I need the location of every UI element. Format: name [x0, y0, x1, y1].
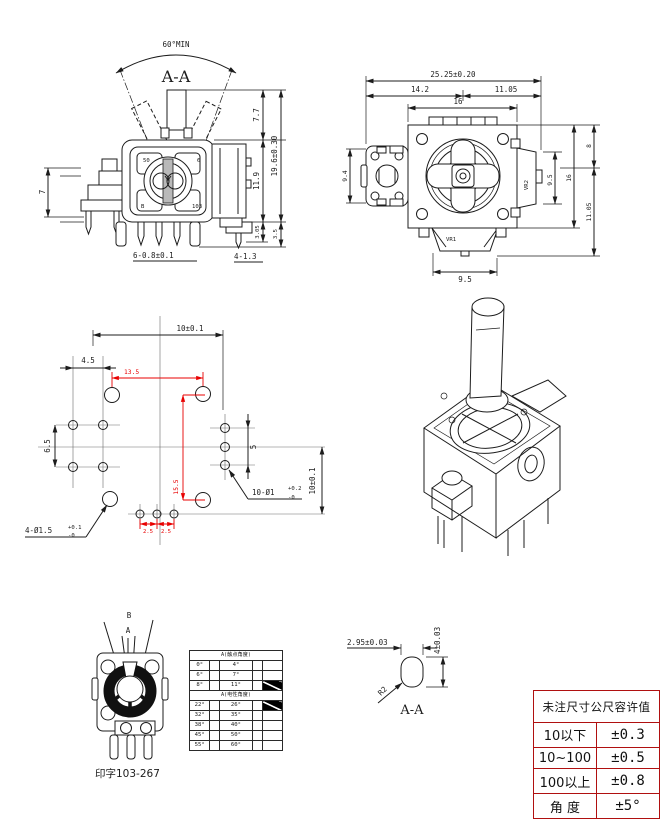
- dim-pitch-x: 10±0.1: [176, 324, 203, 333]
- label-vr2: VR2: [524, 180, 530, 190]
- top-view: VR2 VR1 25.25±0.20 14.2 11.05 16 9.4 9: [342, 70, 600, 284]
- dim-total-height: 19.6±0.30: [270, 135, 279, 176]
- tolerance-range: 角 度: [533, 793, 597, 819]
- dim-total-width: 25.25±0.20: [430, 70, 476, 79]
- section-view: 60°MIN A-A 50 6 B 103: [38, 40, 286, 263]
- angle-cell: 60°: [218, 740, 254, 751]
- dim-body-width: 16: [453, 97, 463, 106]
- tolerance-value: ±0.5: [596, 746, 660, 770]
- angle-table-header-2: A(电性角度): [189, 690, 283, 701]
- angle-cell: 45°: [188, 730, 211, 741]
- dim-flap-height: 9.5: [547, 174, 554, 186]
- dim-body-height-top: 16: [566, 174, 573, 182]
- angle-cell: 7°: [218, 670, 254, 681]
- tolerance-range: 10以下: [533, 722, 597, 748]
- face-mark-bl: B: [141, 204, 145, 210]
- dim-pin-shoulder: 3.5: [273, 229, 279, 239]
- isometric-view: [423, 297, 567, 556]
- angle-cell: 38°: [188, 720, 211, 731]
- angle-cell: 11°: [218, 680, 254, 691]
- tolerance-range: 10~100: [533, 746, 597, 770]
- dim-shaft-height: 7.7: [252, 108, 261, 122]
- dim-left-pitch: 6.5: [43, 439, 52, 453]
- selection-mark: [261, 680, 284, 691]
- label-vr1: VR1: [446, 237, 456, 243]
- dim-red-right: 2.5: [161, 529, 171, 535]
- dim-standoff: 3.05: [255, 225, 261, 238]
- dim-right-pitch: 5: [249, 445, 258, 450]
- print-caption: 印字103-267: [95, 767, 160, 780]
- callout-pins: 6-0.8±0.1: [133, 251, 174, 260]
- callout-small-holes: 10-Ø1: [252, 488, 275, 497]
- callout-large-holes: 4-Ø1.5: [25, 526, 52, 535]
- tolerance-range: 100以上: [533, 768, 597, 795]
- dim-right-width: 11.05: [495, 85, 518, 94]
- face-mark-br: 103: [192, 204, 202, 210]
- dim-small-pitch: 4.5: [81, 356, 95, 365]
- angle-cell: 22°: [188, 700, 211, 711]
- angle-cell: 0°: [188, 660, 211, 671]
- marker-b: B: [127, 611, 132, 620]
- face-mark-tr: 6: [197, 158, 200, 164]
- angle-table-header-1: A(触点角度): [189, 650, 283, 661]
- dim-pitch-y: 10±0.1: [308, 467, 317, 494]
- callout-legs: 4-1.3: [234, 252, 257, 261]
- dim-shaft-width: 2.95±0.03: [347, 638, 388, 647]
- callout-small-holes-tol-up: +0.2: [288, 486, 301, 492]
- dim-red-height: 15.5: [173, 479, 180, 494]
- dim-red-left: 2.5: [143, 529, 153, 535]
- dim-switch-height-top: 9.4: [342, 170, 349, 182]
- tolerance-table: 未注尺寸公尺容许值 10以下 ±0.3 10~100 ±0.5 100以上 ±0…: [533, 690, 660, 819]
- selection-mark: [261, 700, 284, 711]
- angle-cell: 8°: [188, 680, 211, 691]
- angle-cell: 4°: [218, 660, 254, 671]
- dim-upper-height: 8: [586, 144, 593, 148]
- angle-cell: 35°: [218, 710, 254, 721]
- face-mark-tl: 50: [143, 158, 150, 164]
- dim-lower-height: 11.05: [586, 202, 593, 221]
- callout-large-holes-tol-up: +0.1: [68, 525, 81, 531]
- section-title: A-A: [161, 67, 191, 86]
- angle-cell: 40°: [218, 720, 254, 731]
- angle-cell: 6°: [188, 670, 211, 681]
- dim-shaft-height-detail: 4±0.03: [433, 627, 442, 654]
- callout-small-holes-tol-dn: -0: [288, 495, 295, 501]
- tolerance-value: ±5°: [596, 793, 660, 819]
- angle-cell: 32°: [188, 710, 211, 721]
- marker-a: A: [126, 626, 131, 635]
- shaft-detail-view: 2.95±0.03 4±0.03 R2 A-A: [347, 627, 448, 718]
- shaft-detail-title: A-A: [399, 703, 424, 718]
- dim-bottom-width: 9.5: [458, 275, 472, 284]
- tolerance-value: ±0.8: [596, 768, 660, 795]
- dim-switch-height: 7: [38, 190, 47, 195]
- angle-cell: 55°: [188, 740, 211, 751]
- dim-left-width: 14.2: [411, 85, 429, 94]
- dim-red-width: 13.5: [124, 369, 139, 376]
- angle-note: 60°MIN: [162, 40, 189, 49]
- pcb-layout-view: 10±0.1 4.5 6.5 5 10±0.1 13.5 15.5 2.5 2.…: [25, 316, 325, 545]
- angle-cell: 50°: [218, 730, 254, 741]
- tolerance-table-title: 未注尺寸公尺容许值: [533, 690, 660, 723]
- angle-cell: 26°: [218, 700, 254, 711]
- dim-body-height: 11.9: [252, 172, 261, 190]
- front-view: B A 印字103-267: [91, 611, 169, 780]
- callout-large-holes-tol-dn: -0: [68, 533, 75, 539]
- tolerance-value: ±0.3: [596, 722, 660, 748]
- angle-table: A(触点角度) 0° 4° 6° 7° 8° 11° A(电性角度) 22° 26° 3…: [188, 650, 284, 751]
